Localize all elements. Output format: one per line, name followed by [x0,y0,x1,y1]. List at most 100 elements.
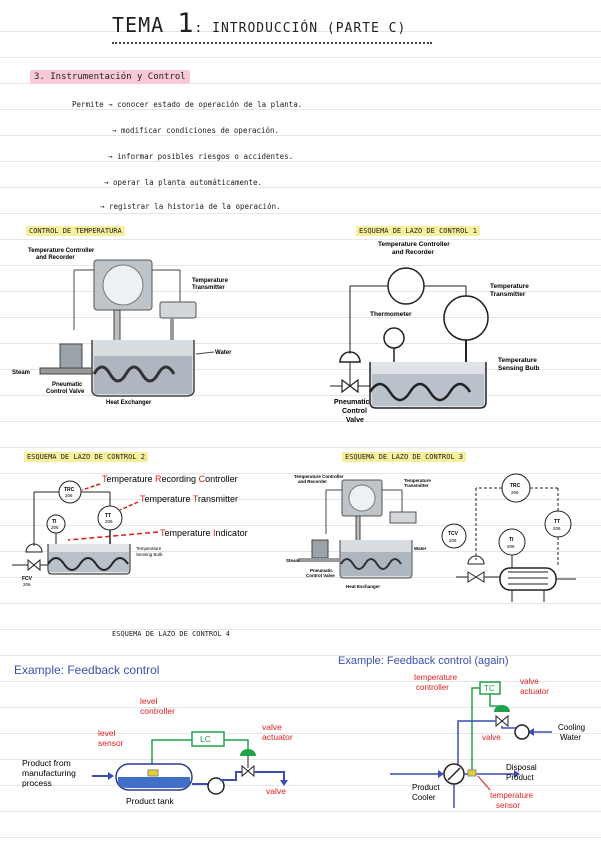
fig4-ti-number: 206 [507,544,515,549]
fig2-controller-label: Temperature Controller [378,241,450,248]
fig2-sensing-label: Temperature [498,357,537,364]
fig6-pump [514,724,530,740]
fig3-sensing-label: Temperature [136,546,162,551]
fig3-tt-number: 206 [105,519,113,524]
fig1-exchanger-label: Heat Exchanger [106,400,152,406]
title-number: 1 [177,8,195,39]
fig4-exchanger-label: Heat Exchanger [346,584,380,589]
fig5-valve-actuator [240,749,256,756]
fig1-transmitter-label: Temperature [192,278,229,284]
fig6-disposal-label-2: Product [506,773,534,782]
fig2-valve-body [341,378,359,394]
figure-feedback-control-again: Example: Feedback control (again) temper… [338,655,585,810]
fig3-sensing-label-2: Sensing Bulb [136,552,163,557]
fig3-arrow-tt [119,501,139,511]
heading-loop-1: ESQUEMA DE LAZO DE CONTROL 1 [356,226,481,236]
fig2-valve-actuator [339,351,361,363]
fig1-heating-coil [92,365,176,383]
fig4-tt-number: 206 [553,526,561,531]
fig5-pump [207,777,225,795]
fig1-controller-label: Temperature Controller [28,248,95,254]
fig4-steam-label: Steam [286,558,300,563]
fig2-coil [368,382,472,402]
fig3-trc-text: TRC [64,487,75,493]
fig3-ti-number: 206 [51,525,59,530]
fig5-level-controller-label: level [140,696,158,706]
fig4-trc-text: TRC [510,483,521,489]
fig6-temp-controller-label-2: controller [416,683,449,692]
fig6-cooler-label: Product [412,783,440,792]
fig6-valve-actuator-label: valve [520,677,539,686]
fig1-transmitter-label-2: Transmitter [192,285,225,291]
fig5-level-sensor-label-2: sensor [98,738,124,748]
fig6-disposal-label: Disposal [506,763,537,772]
title-text: TEMA [112,13,178,37]
fig4-tcv-circle [441,523,467,549]
fig3-trc-number: 206 [65,493,73,498]
fig2-valve-label-3: Valve [346,417,364,424]
fig5-valve [241,764,255,778]
fig5-lc-text: LC [200,734,211,744]
fig1-valve-label-2: Control Valve [46,389,85,395]
fig5-level-sensor [147,769,159,777]
fig4-water-label: Water [414,546,427,551]
fig1-recorder-dial [102,264,144,306]
fig5-product-label-3: process [22,778,52,788]
fig2-valve-label: Pneumatic [334,399,370,406]
bullet-4: → operar la planta automáticamente. [104,178,263,187]
bullet-5: → registrar la historia de la operación. [100,202,281,211]
fig1-control-valve [59,343,83,369]
figure-temperature-control: Temperature Controller and Recorder Temp… [12,248,232,406]
fig3-label-tt: Temperature Transmitter [140,494,238,504]
fig3-arrow-trc [81,483,101,491]
fig5-valve-actuator-label: valve [262,722,282,732]
fig6-cooler-label-2: Cooler [412,793,436,802]
heading-loop-2: ESQUEMA DE LAZO DE CONTROL 2 [24,452,149,462]
fig6-temperature-sensor [467,769,477,777]
bullet-2: → modificar condiciones de operación. [112,126,280,135]
fig5-valve-actuator-label-2: actuator [262,732,293,742]
fig1-valve-label: Pneumatic [52,382,83,388]
fig5-product-label: Product from [22,758,71,768]
fig2-sensing-label-2: Sensing Bulb [498,365,540,372]
fig4-exchanger-schematic [499,567,557,591]
fig1-steam-label: Steam [12,370,30,376]
fig5-title: Example: Feedback control [14,663,159,677]
bullet-1: Permite → conocer estado de operación de… [72,100,303,109]
fig6-sensor-label-2: sensor [496,801,520,810]
fig4-ti-text: TI [509,537,514,543]
fig2-valve-label-2: Control [342,408,367,415]
fig6-valve [495,714,509,728]
fig5-level-controller-label-2: controller [140,706,175,716]
fig4-controller-label: Temperature Controller [294,474,344,479]
fig5-lc-box [191,731,225,747]
fig3-ti-text: TI [52,519,57,525]
heading-control-temperatura: CONTROL DE TEMPERATURA [26,226,125,236]
bullet-3: → informar posibles riesgos o accidentes… [108,152,294,161]
figure-loop-3: Temperature Controller and Recorder Temp… [286,473,576,602]
fig4-recorder-label: and Recorder [298,479,327,484]
fig3-tt-text: TT [105,513,111,519]
fig2-transmitter-circle [443,295,489,341]
fig6-title: Example: Feedback control (again) [338,655,509,667]
fig4-tcv-number: 206 [449,538,457,543]
fig2-controller-circle [387,267,425,305]
fig3-label-ti: Temperature Indicator [160,528,248,538]
fig3-valve-body [27,558,41,572]
fig6-signal-lines [471,687,503,776]
fig4-trc-number: 206 [511,490,519,495]
heading-loop-4: ESQUEMA DE LAZO DE CONTROL 4 [112,630,231,638]
fig2-thermometer-label: Thermometer [370,311,412,318]
fig2-transmitter-label: Temperature [490,283,529,290]
fig3-arrow-ti [67,531,159,541]
title-subtitle: : INTRODUCCIÓN (PARTE C) [194,21,407,36]
fig2-recorder-label: and Recorder [392,249,434,256]
heading-loop-3: ESQUEMA DE LAZO DE CONTROL 3 [342,452,467,462]
section-heading: 3. Instrumentación y Control [30,70,190,84]
fig5-tank-label: Product tank [126,796,174,806]
fig5-level-sensor-label: level [98,728,116,738]
title-underline [112,38,432,44]
fig5-product-label-2: manufacturing [22,768,76,778]
fig5-valve-label: valve [266,786,286,796]
